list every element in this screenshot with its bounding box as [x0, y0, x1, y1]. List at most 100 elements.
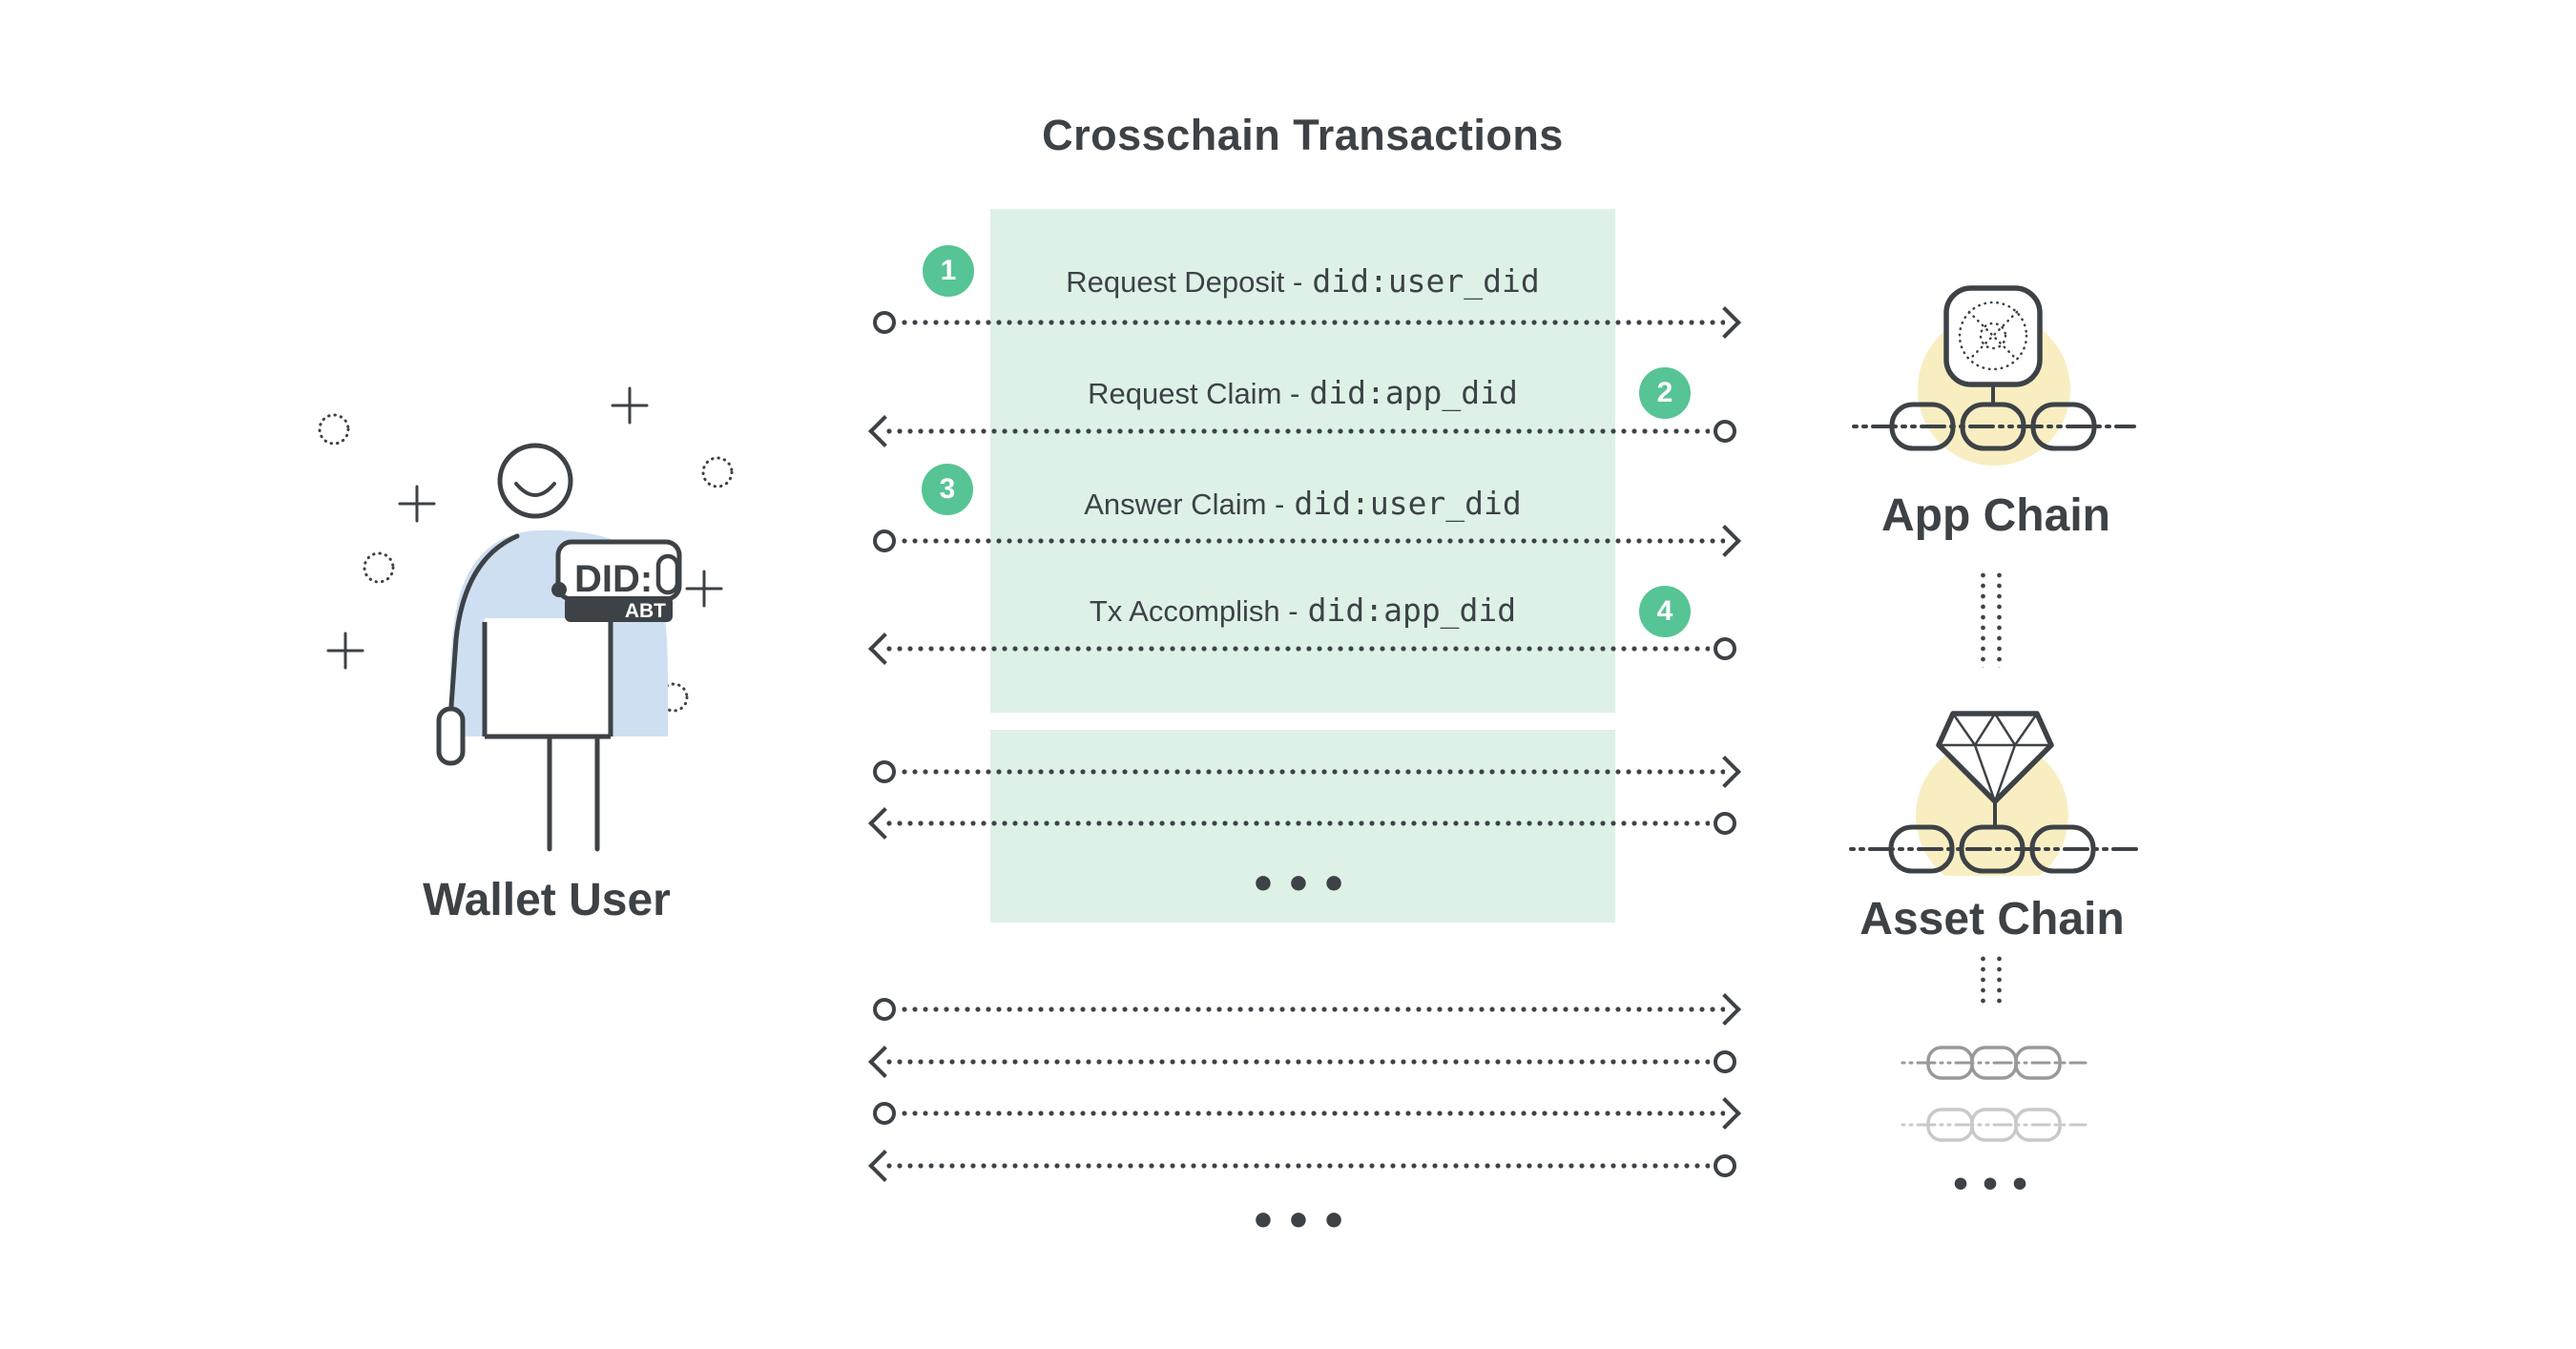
arrow-start-circle — [873, 529, 896, 552]
diagram-title: Crosschain Transactions — [1042, 111, 1564, 159]
decoration-dotted-circle — [318, 413, 350, 446]
arrow-head-icon — [1709, 525, 1741, 557]
wallet-user-illustration: DID: ABT — [318, 386, 734, 852]
seq-arrow-1 — [873, 306, 1741, 339]
message-3-label: Answer Claim - did:user_did — [990, 483, 1615, 525]
arrow-dotted-line — [900, 769, 1725, 775]
arrow-head-icon — [868, 633, 901, 665]
chain-link — [1888, 824, 1955, 874]
future-arrow-1 — [873, 993, 1741, 1026]
arrow-start-circle — [1714, 812, 1736, 835]
more-future-messages-indicator: ••• — [1249, 1197, 1357, 1246]
future-arrow-2 — [868, 1046, 1736, 1078]
faded-chain-light — [1901, 1108, 2088, 1142]
message-1-label: Request Deposit -did:user_did — [990, 260, 1615, 302]
more-chains-indicator: ••• — [1949, 1166, 2039, 1205]
asset-chain-label: Asset Chain — [1859, 894, 2125, 944]
user-arm — [448, 533, 520, 709]
did-card-band — [565, 596, 673, 622]
decoration-plus-icon — [685, 570, 723, 608]
step-4-badge: 4 — [1639, 586, 1691, 637]
asset-chain-illustration — [1849, 711, 2139, 876]
chain-link — [2029, 824, 2096, 874]
chain-link — [1889, 402, 1956, 451]
arrow-dotted-line — [884, 1163, 1710, 1169]
did-card-button — [655, 553, 680, 595]
app-chain-links — [1852, 384, 2136, 451]
arrow-dotted-line — [884, 646, 1710, 652]
message-4-label: Tx Accomplish - did:app_did — [990, 590, 1615, 632]
asset-chain-links — [1849, 801, 2139, 874]
did-card-badge: ABT — [625, 600, 666, 622]
step-1-badge: 1 — [923, 245, 974, 297]
did-card-text: DID: — [574, 558, 653, 600]
diamond-icon — [1936, 711, 2054, 804]
arrow-dotted-line — [900, 538, 1725, 544]
more-messages-indicator: ••• — [1249, 861, 1357, 909]
arrow-start-circle — [873, 998, 896, 1021]
user-smile — [514, 482, 556, 497]
chain-link — [1959, 824, 2025, 874]
did-card: DID: ABT — [551, 539, 682, 622]
app-icon-pattern — [1958, 301, 2028, 371]
arrow-head-icon — [1709, 306, 1741, 339]
message-2-text: Request Claim - — [1088, 377, 1300, 410]
app-chain-label: App Chain — [1881, 490, 2110, 541]
step-3-badge: 3 — [922, 464, 973, 515]
arrow-head-icon — [868, 1150, 901, 1182]
arrow-start-circle — [873, 311, 896, 334]
sequence-panel-secondary — [990, 730, 1615, 923]
user-head — [497, 443, 573, 519]
message-4-code: did:app_did — [1307, 591, 1517, 629]
arrow-head-icon — [868, 807, 901, 840]
diamond-facets — [1941, 713, 2049, 802]
seq-arrow-3 — [873, 525, 1741, 557]
sequence-panel-primary — [990, 209, 1615, 713]
message-3-text: Answer Claim - — [1084, 488, 1285, 521]
user-hand — [436, 706, 466, 766]
more-arrow-1 — [873, 756, 1741, 788]
future-arrow-4 — [868, 1150, 1736, 1182]
seq-arrow-4 — [868, 633, 1736, 665]
faded-chain-medium — [1901, 1046, 2088, 1080]
asset-chain-halo — [1916, 739, 2068, 876]
arrow-dotted-line — [900, 1007, 1725, 1012]
seq-arrow-2 — [868, 415, 1736, 447]
chain-link — [2030, 402, 2097, 451]
arrow-dotted-line — [884, 428, 1710, 434]
decoration-plus-icon — [326, 632, 364, 670]
arrow-head-icon — [1709, 993, 1741, 1026]
dotted-column — [1981, 572, 1985, 668]
dotted-column — [1997, 956, 2002, 1004]
arrow-start-circle — [1714, 637, 1736, 660]
arrow-head-icon — [1709, 756, 1741, 788]
decoration-dotted-circle — [363, 551, 395, 584]
more-arrow-2 — [868, 807, 1736, 840]
decoration-dotted-circle — [701, 456, 734, 488]
arrow-dotted-line — [900, 1110, 1725, 1116]
faded-chain-icons — [1901, 1046, 2088, 1142]
wallet-user-label: Wallet User — [423, 875, 671, 925]
arrow-start-circle — [873, 1102, 896, 1125]
message-1-code: did:user_did — [1312, 262, 1540, 300]
message-4-text: Tx Accomplish - — [1089, 594, 1298, 628]
dotted-column — [1997, 572, 2002, 668]
dotted-column — [1981, 956, 1985, 1004]
decoration-plus-icon — [398, 485, 436, 523]
arrow-start-circle — [1714, 420, 1736, 443]
chain-connection-dots — [1981, 572, 2002, 668]
arrow-start-circle — [1714, 1154, 1736, 1177]
decoration-plus-icon — [611, 386, 649, 425]
arrow-head-icon — [868, 1046, 901, 1078]
user-legs — [547, 734, 600, 852]
arrow-head-icon — [1709, 1097, 1741, 1130]
chain-link — [1960, 402, 2026, 451]
chain-connection-dots — [1981, 956, 2002, 1004]
decoration-dotted-circle — [658, 682, 689, 713]
user-tunic — [485, 618, 611, 737]
arrow-head-icon — [868, 415, 901, 447]
arrow-dotted-line — [900, 320, 1725, 325]
future-arrow-3 — [873, 1097, 1741, 1130]
message-3-code: did:user_did — [1294, 485, 1522, 522]
